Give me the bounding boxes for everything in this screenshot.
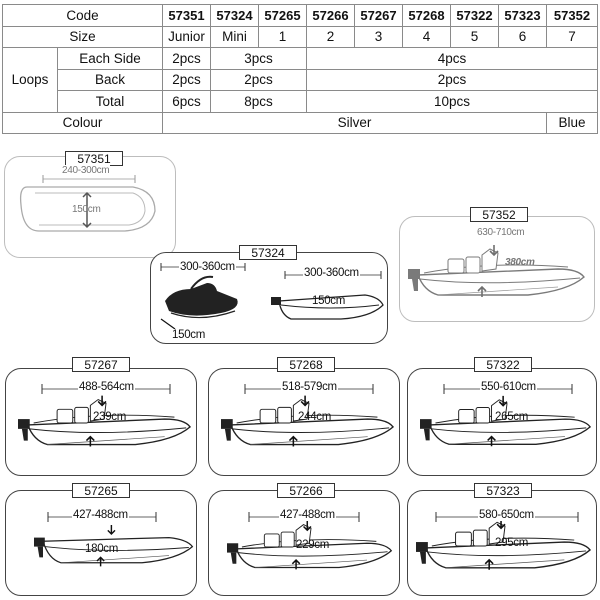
- code-cell: 57323: [498, 4, 547, 27]
- code-cell: 57322: [450, 4, 499, 27]
- mini-boat-length-label: 300-360cm: [303, 267, 360, 279]
- loops-label: Loops: [2, 47, 58, 113]
- each-side-2-7: 4pcs: [306, 47, 598, 70]
- size-cell: 6: [498, 25, 547, 48]
- colour-label: Colour: [2, 111, 163, 134]
- boat-width-label: 244cm: [298, 411, 332, 423]
- boat-card-57324: 57324 300-360cm 150cm 300-360cm 150cm: [150, 245, 388, 344]
- code-cell: 57351: [162, 4, 211, 27]
- boat-length-label: 240-300cm: [61, 165, 111, 176]
- boat-width-label: 239cm: [93, 411, 127, 423]
- boat-width-label: 380cm: [505, 257, 535, 268]
- size-cell: 3: [354, 25, 403, 48]
- boat-width-label: 180cm: [85, 543, 119, 555]
- mini-boat-width-label: 150cm: [312, 295, 346, 307]
- back-label: Back: [57, 68, 163, 91]
- boat-code-tag: 57351: [65, 151, 123, 166]
- boat-code-tag: 57352: [470, 207, 528, 222]
- size-cell: Junior: [162, 25, 211, 48]
- code-label: Code: [2, 4, 163, 27]
- boat-length-label: 427-488cm: [72, 509, 129, 521]
- colour-row: Colour Silver Blue: [2, 111, 598, 134]
- back-mini-1: 2pcs: [210, 68, 307, 91]
- back-2-7: 2pcs: [306, 68, 598, 91]
- loops-each-side-row: Loops Each Side 2pcs 3pcs 4pcs: [2, 47, 598, 113]
- boat-card-57265: 57265 427-488cm 180cm: [5, 483, 197, 596]
- code-cell: 57267: [354, 4, 403, 27]
- boat-card-57351: 57351 240-300cm 150cm: [4, 151, 176, 258]
- boat-code-tag: 57324: [239, 245, 297, 260]
- jetski-length-label: 300-360cm: [179, 261, 236, 273]
- total-label: Total: [57, 90, 163, 113]
- size-cell: 4: [402, 25, 451, 48]
- size-cell: 7: [546, 25, 598, 48]
- code-row: Code 57351 57324 57265 57266 57267 57268…: [2, 4, 598, 27]
- boat-card-57322: 57322 550-610cm 265cm: [407, 357, 597, 476]
- boat-card-57267: 57267 488-564cm 239cm: [5, 357, 197, 476]
- size-cell: 2: [306, 25, 355, 48]
- each-side-label: Each Side: [57, 47, 163, 70]
- size-cell: 5: [450, 25, 499, 48]
- size-cell: Mini: [210, 25, 259, 48]
- boat-code-tag: 57323: [474, 483, 532, 498]
- boat-card-57323: 57323 580-650cm 295cm: [407, 483, 597, 596]
- boat-code-tag: 57268: [277, 357, 335, 372]
- boat-width-label: 265cm: [495, 411, 529, 423]
- jetski-and-mini-boat-drawing: [160, 263, 384, 330]
- size-label: Size: [2, 25, 163, 48]
- jetski-width-label: 150cm: [171, 329, 207, 341]
- inflatable-boat-drawing: [19, 175, 156, 232]
- boat-code-tag: 57266: [277, 483, 335, 498]
- size-row: Size Junior Mini 1 2 3 4 5 6 7: [2, 25, 598, 48]
- boat-code-tag: 57322: [474, 357, 532, 372]
- size-spec-table: Code 57351 57324 57265 57266 57267 57268…: [2, 4, 598, 134]
- back-junior: 2pcs: [162, 68, 211, 91]
- loops-total-row: Total 6pcs 8pcs 10pcs: [3, 90, 598, 113]
- total-mini-1: 8pcs: [210, 90, 307, 113]
- boat-card-57266: 57266 427-488cm 229cm: [208, 483, 400, 596]
- boat-code-tag: 57267: [72, 357, 130, 372]
- boat-length-label: 488-564cm: [78, 381, 135, 393]
- code-cell: 57324: [210, 4, 259, 27]
- boat-length-label: 427-488cm: [279, 509, 336, 521]
- code-cell: 57268: [402, 4, 451, 27]
- each-side-mini-1: 3pcs: [210, 47, 307, 70]
- total-2-7: 10pcs: [306, 90, 598, 113]
- boat-length-label: 630-710cm: [476, 227, 526, 238]
- colour-silver: Silver: [162, 111, 547, 134]
- colour-blue: Blue: [546, 111, 598, 134]
- code-cell: 57265: [258, 4, 307, 27]
- boat-card-57268: 57268 518-579cm 244cm: [208, 357, 400, 476]
- code-cell: 57352: [546, 4, 598, 27]
- boat-width-label: 150cm: [72, 204, 101, 215]
- boat-width-label: 295cm: [495, 537, 529, 549]
- size-cell: 1: [258, 25, 307, 48]
- boat-code-tag: 57265: [72, 483, 130, 498]
- boat-card-57352: 57352 630-710cm 380cm: [399, 207, 595, 322]
- boat-length-label: 550-610cm: [480, 381, 537, 393]
- boat-length-label: 518-579cm: [281, 381, 338, 393]
- boat-length-label: 580-650cm: [478, 509, 535, 521]
- boat-width-label: 229cm: [296, 539, 330, 551]
- total-junior: 6pcs: [162, 90, 211, 113]
- code-cell: 57266: [306, 4, 355, 27]
- loops-back-row: Back 2pcs 2pcs 2pcs: [3, 68, 598, 91]
- each-side-junior: 2pcs: [162, 47, 211, 70]
